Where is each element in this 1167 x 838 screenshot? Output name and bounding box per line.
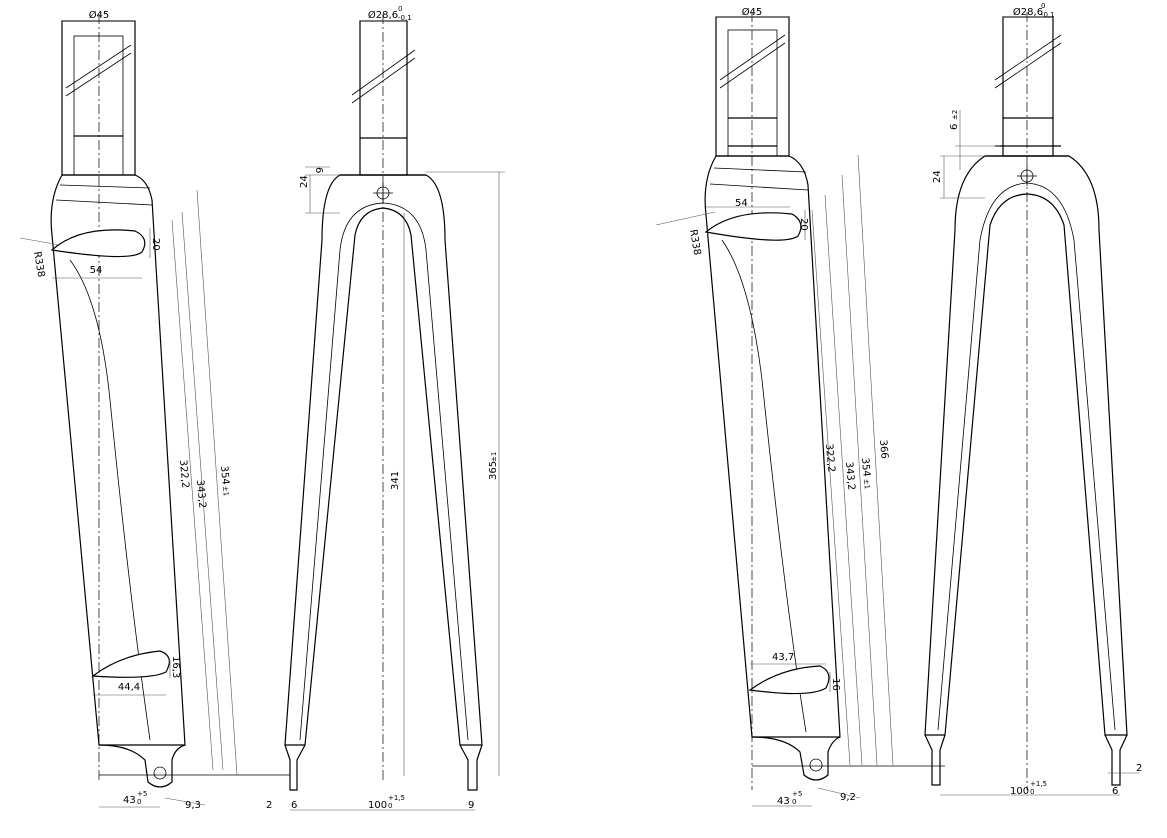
steerer-tube-front: [1002, 16, 1054, 157]
right-dropout: [459, 744, 483, 791]
side-length-b: 343,2: [843, 461, 856, 490]
front-crown-top-tol: ±2: [951, 110, 959, 120]
front-crown-top: 6: [313, 167, 324, 173]
drawing-1-front-view: Ø28,6 0 -0,1 6 24 341 365 ±1 100 +1,5 0 …: [266, 5, 505, 811]
front-crown-height: 24: [932, 170, 943, 183]
front-spacing-tol-upper: +1,5: [1030, 780, 1047, 788]
fork-front-outline: [284, 174, 483, 746]
front-steerer-tol-lower: -0,1: [1041, 11, 1055, 19]
side-steerer-diameter: Ø45: [742, 6, 763, 18]
drawing-2-side-view: Ø45 R338 54 20 43,7 16 322,2 343,2 354 ±…: [655, 6, 945, 807]
fork-front-outline: [924, 155, 1128, 736]
side-length-a: 322,2: [823, 443, 836, 472]
front-inner-length: 341: [390, 471, 401, 490]
upper-slot: [50, 229, 146, 258]
side-dropout: 9,3: [185, 800, 201, 811]
front-spacing-tol-upper: +1,5: [388, 794, 405, 802]
lower-slot-width: 43,7: [772, 652, 794, 663]
side-offset-tol: +5: [137, 790, 147, 798]
right-dropout: [1104, 734, 1128, 786]
steerer-tube-inner: [73, 35, 124, 176]
fork-blade-outline: [704, 155, 841, 738]
side-length-c: 354: [218, 465, 231, 485]
steerer-tube-outer: [61, 20, 136, 176]
side-cutout-radius: R338: [31, 251, 46, 279]
lower-slot: [748, 665, 830, 695]
front-spacing-tol-lower: 0: [1030, 788, 1034, 796]
side-dropout: 9,2: [840, 792, 856, 803]
front-steerer-tol-upper: 0: [1041, 2, 1045, 10]
left-dropout: [924, 734, 946, 786]
side-offset: 43: [123, 795, 136, 806]
side-offset-tol-2: 0: [792, 798, 796, 806]
front-dropout-right: 9: [468, 800, 474, 811]
side-offset-tol: +5: [792, 790, 802, 798]
lower-slot: [91, 650, 170, 678]
side-length-b: 343,2: [194, 479, 207, 508]
dropout: [98, 744, 186, 788]
side-cutout-radius: R338: [687, 229, 702, 257]
front-steerer-tol-lower: -0,1: [398, 14, 412, 22]
front-spacing: 100: [1010, 786, 1029, 797]
side-steerer-diameter: Ø45: [89, 9, 110, 21]
upper-slot: [704, 212, 802, 241]
front-dropout-left: 6: [291, 800, 297, 811]
side-length-a: 322,2: [177, 459, 190, 488]
front-crown-top: 6: [949, 124, 960, 130]
front-dropout-right: 6: [1112, 786, 1118, 797]
side-length-d: 366: [877, 439, 890, 459]
lower-slot-width: 44,4: [118, 682, 140, 693]
steerer-tube-front: [359, 20, 408, 176]
front-dropout-gap: 2: [1136, 763, 1142, 774]
front-steerer-diameter: Ø28,6: [368, 9, 398, 21]
front-crown-height: 24: [299, 175, 310, 188]
front-total-tol: ±1: [490, 452, 498, 462]
dropout: [751, 736, 841, 781]
front-spacing-tol-lower: 0: [388, 802, 392, 810]
lower-slot-height: 16,3: [170, 656, 181, 678]
side-offset-tol-2: 0: [137, 798, 141, 806]
side-offset: 43: [777, 796, 790, 807]
upper-slot-height: 20: [798, 218, 809, 231]
steerer-tube-outer: [715, 16, 790, 157]
left-dropout: [284, 744, 306, 791]
upper-slot-width: 54: [735, 198, 748, 209]
side-length-c: 354: [859, 457, 872, 477]
drawing-1-side-view: Ø45 R338 54 20 16,3 44,4 322,2 343,2 354…: [19, 9, 290, 811]
side-length-c-tol: ±1: [862, 478, 871, 489]
front-total-length: 365: [488, 461, 499, 480]
drawing-2-front-view: Ø28,6 0 -0,1 6 ±2 24 100 +1,5 0 2 6: [924, 2, 1142, 797]
front-steerer-tol-upper: 0: [398, 5, 402, 13]
front-steerer-diameter: Ø28,6: [1013, 6, 1043, 18]
front-dropout-gap: 2: [266, 800, 272, 811]
upper-slot-width: 54: [90, 265, 103, 276]
steerer-tube-inner: [727, 29, 778, 157]
lower-slot-height: 16: [830, 678, 841, 691]
upper-slot-height: 20: [150, 238, 161, 251]
side-length-c-tol: ±1: [221, 485, 230, 496]
front-spacing: 100: [368, 800, 387, 811]
